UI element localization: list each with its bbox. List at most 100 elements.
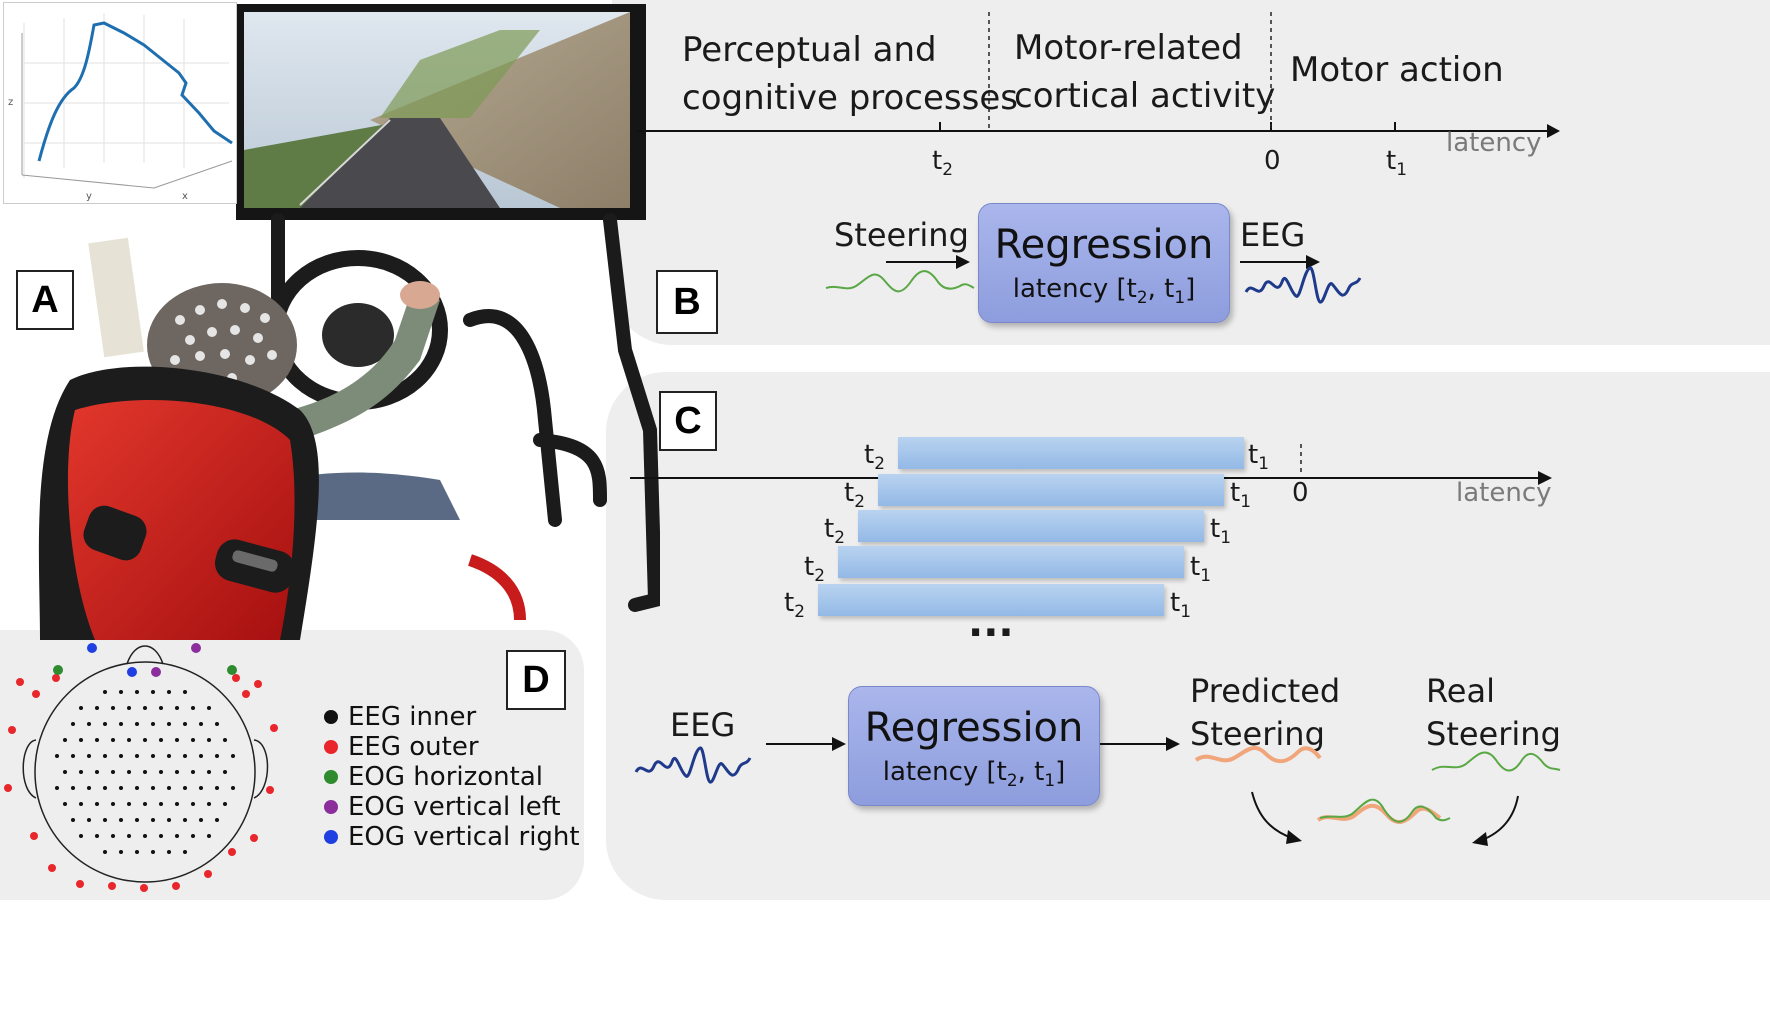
eeg-inner-electrode [71,722,75,726]
latency-window-4 [838,546,1184,578]
eeg-inner-electrode [223,770,227,774]
window-3-end: t1 [1210,514,1231,548]
window-1-end: t1 [1248,440,1269,474]
legend-dot [324,830,338,844]
eeg-inner-electrode [103,690,107,694]
panel-d-background [0,630,584,900]
eeg-inner-electrode [167,690,171,694]
eeg-inner-electrode [175,738,179,742]
phase-motor-action: Motor action [1290,50,1504,90]
eeg-inner-electrode [103,754,107,758]
eeg-inner-electrode [151,754,155,758]
eeg-inner-electrode [215,754,219,758]
eeg-inner-electrode [175,834,179,838]
eeg-inner-electrode [79,738,83,742]
panel-b-right-cap [1700,0,1770,345]
eeg-inner-electrode [191,738,195,742]
eeg-inner-electrode [159,770,163,774]
eeg-inner-electrode [151,722,155,726]
real-steering-signal [1431,751,1561,772]
tick-t2: t2 [932,146,953,180]
eeg-inner-electrode [111,706,115,710]
panel-c-signals [634,737,1561,846]
eeg-inner-electrode [183,722,187,726]
predicted-steering-signal [1194,745,1322,764]
eeg-inner-electrode [111,770,115,774]
eeg-inner-electrode [199,754,203,758]
eeg-inner-electrode [199,786,203,790]
eeg-inner-electrode [135,818,139,822]
legend-dot [324,740,338,754]
eeg-inner-electrode [143,706,147,710]
eeg-inner-electrode [119,690,123,694]
panel-c-right-cap [1690,372,1770,900]
eeg-inner-electrode [191,706,195,710]
phase-divider-1 [988,12,990,132]
real-steering-label: Real Steering [1426,672,1561,753]
panel-b-signals [825,255,1362,304]
eeg-inner-electrode [207,770,211,774]
eeg-inner-electrode [159,706,163,710]
eeg-inner-electrode [79,802,83,806]
monitor [236,4,646,220]
window-5-end: t1 [1170,588,1191,622]
eeg-inner-electrode [175,770,179,774]
panel-label-c: C [659,391,717,451]
regression-box-b: Regression latency [t2, t1] [978,203,1230,323]
window-2-end: t1 [1230,478,1251,512]
eeg-inner-electrode [135,850,139,854]
steering-signal [825,270,975,293]
window-1-start: t2 [864,440,885,474]
eeg-inner-electrode [87,786,91,790]
eeg-inner-electrode [183,754,187,758]
eeg-inner-electrode [111,802,115,806]
window-2-start: t2 [844,478,865,512]
legend-item-eog-vertical-left: EOG vertical left [324,792,561,822]
eeg-inner-electrode [127,706,131,710]
eeg-inner-electrode [215,786,219,790]
eeg-inner-electrode [223,738,227,742]
eeg-inner-electrode [119,850,123,854]
window-5-start: t2 [784,588,805,622]
eeg-inner-electrode [127,802,131,806]
window-3-start: t2 [824,514,845,548]
eeg-inner-electrode [127,770,131,774]
eeg-inner-electrode [103,786,107,790]
eeg-inner-electrode [79,834,83,838]
driving-simulator-photo [38,4,660,640]
inset-axis-z: z [8,97,13,108]
panel-label-d: D [506,650,566,710]
eeg-inner-electrode [71,786,75,790]
electrode-montage [4,643,278,892]
eeg-inner-electrode [199,818,203,822]
eeg-inner-electrode [207,802,211,806]
eeg-inner-electrode [191,770,195,774]
phase-motor-related: Motor-related cortical activity [1014,28,1276,116]
eeg-inner-electrode [207,738,211,742]
eeg-inner-electrode [63,738,67,742]
eeg-inner-electrode [159,802,163,806]
eeg-inner-electrode [63,770,67,774]
eeg-inner-electrode [127,834,131,838]
eeg-inner-electrode [111,738,115,742]
input-label-eeg-c: EEG [670,706,736,744]
eeg-inner-electrode [151,818,155,822]
regression-latency-c: latency [t2, t1] [882,757,1066,791]
eeg-inner-electrode [231,786,235,790]
eeg-inner-electrode [87,818,91,822]
eeg-inner-electrode [199,722,203,726]
eeg-inner-electrode [175,802,179,806]
eeg-inner-electrode [167,850,171,854]
regression-latency-b: latency [t2, t1] [1012,274,1196,308]
eeg-inner-electrode [151,850,155,854]
latency-window-3 [858,510,1204,542]
eeg-inner-electrode [87,754,91,758]
overlay-real [1319,798,1451,823]
regression-title-c: Regression [864,705,1084,751]
output-label-eeg-b: EEG [1240,216,1306,254]
regression-title-b: Regression [994,222,1214,268]
eeg-inner-electrode [119,754,123,758]
eeg-inner-electrode [143,802,147,806]
eeg-inner-electrode [135,786,139,790]
latency-window-2 [878,474,1224,506]
